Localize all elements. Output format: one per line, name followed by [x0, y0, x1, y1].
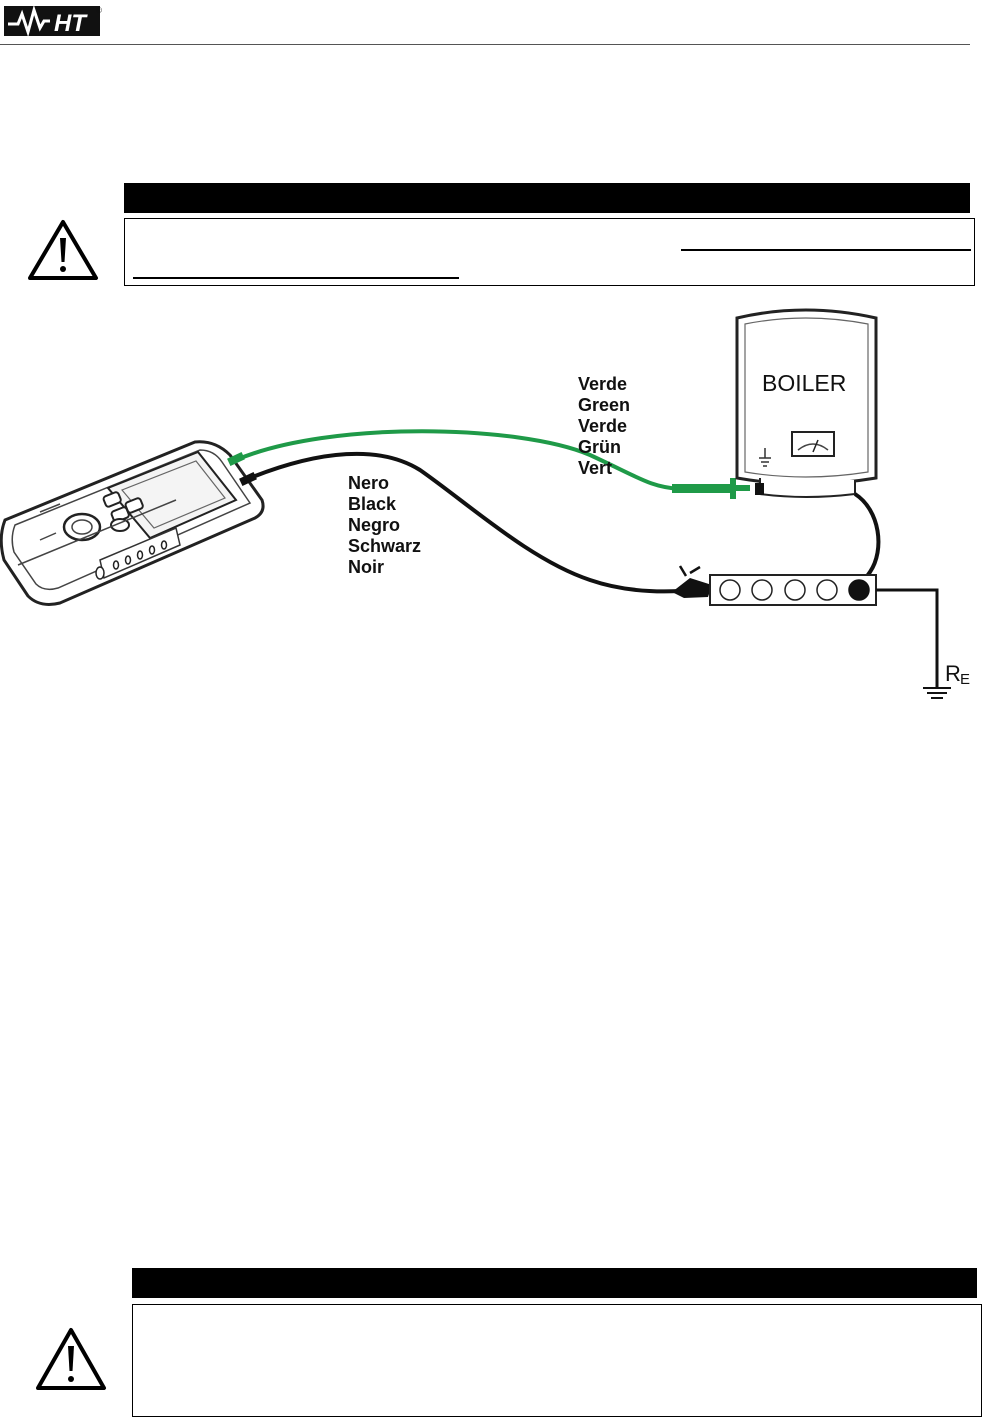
warning-title-bar: [132, 1268, 977, 1298]
green-lead-label: Grün: [578, 437, 621, 457]
warning-triangle-icon: [28, 220, 98, 280]
green-lead-label: Green: [578, 395, 630, 415]
resistance-subscript: E: [960, 671, 970, 688]
warning-underline: [681, 249, 971, 251]
warning-title-bar: [124, 183, 970, 213]
black-lead-label: Black: [348, 494, 397, 514]
earth-terminal-strip: [709, 574, 939, 688]
logo-text: HT: [54, 10, 88, 37]
green-lead-label: Vert: [578, 458, 612, 478]
resistance-label: R: [945, 661, 961, 686]
ht-logo: HT ®: [4, 4, 102, 38]
boiler: BOILER: [735, 308, 881, 590]
header-rule: [0, 44, 970, 45]
green-lead-label: Verde: [578, 416, 627, 436]
warning-text-box: [132, 1304, 982, 1417]
black-lead-label: Schwarz: [348, 536, 421, 556]
black-lead: [249, 451, 712, 598]
boiler-label: BOILER: [762, 370, 846, 396]
logo-registered-mark: ®: [96, 6, 102, 15]
warning-text-box: [124, 218, 975, 286]
instrument: [0, 440, 265, 606]
earth-ground-icon: [923, 687, 951, 699]
warning-underline: [133, 277, 459, 279]
warning-triangle-icon: [36, 1328, 106, 1390]
black-lead-labels: Nero Black Negro Schwarz Noir: [348, 473, 421, 577]
black-lead-label: Nero: [348, 473, 389, 493]
green-lead-labels: Verde Green Verde Grün Vert: [578, 374, 630, 478]
connection-diagram: BOILER R E Verde Green Verde Grün Vert N…: [0, 308, 970, 699]
green-lead-label: Verde: [578, 374, 627, 394]
green-lead: [235, 429, 750, 499]
black-lead-label: Negro: [348, 515, 400, 535]
black-lead-label: Noir: [348, 557, 384, 577]
